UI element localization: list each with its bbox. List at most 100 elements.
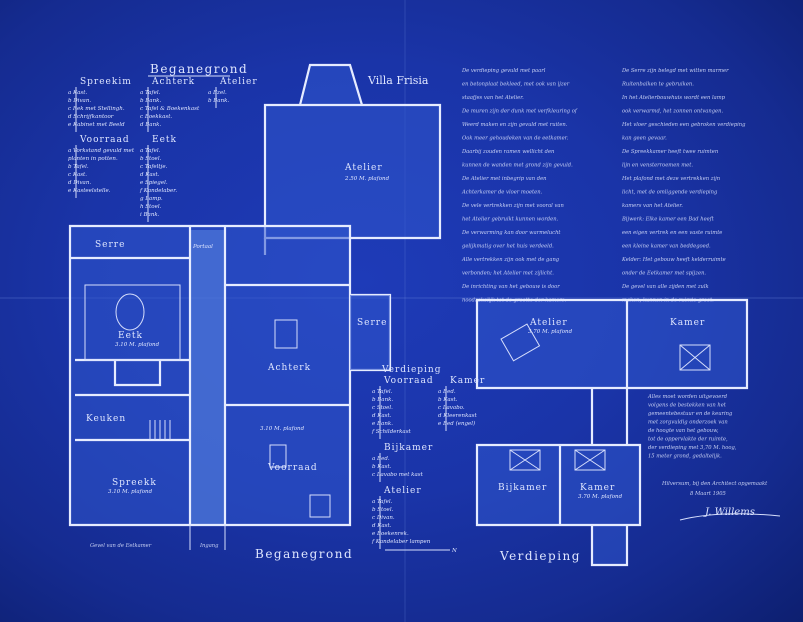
- spreekkamer-legend-item: b Divan.: [68, 98, 91, 104]
- villa-title: Villa Frisia: [367, 74, 429, 87]
- eetkamer-legend-item: b Stoel.: [140, 156, 162, 162]
- note-left-line: kunnen de wanden met grond zijn gevuld.: [462, 163, 573, 169]
- spreekkamer-legend-title: Spreekim: [80, 77, 132, 87]
- upper-kamer-legend-item: d Kleerenkast: [438, 413, 478, 419]
- voorraad-legend-item: e Kasteelstelle.: [68, 188, 111, 194]
- upper-atelier-legend-item: c Divan.: [372, 515, 395, 521]
- north-arrow: N: [451, 548, 457, 554]
- room-eetkamer: Eetk: [118, 331, 143, 341]
- ground-floor-label: Beganegrond: [255, 547, 353, 561]
- voorraad-legend-item: a Vorkstand gevuld met: [68, 148, 135, 154]
- note-bottom-line: met zorgvuldig onderzoek van: [648, 420, 728, 426]
- upper-room-kamer2: Kamer: [580, 483, 615, 493]
- note-bottom-line: der verdieping met 3,70 M. hoog,: [648, 445, 737, 451]
- eetkamer-legend-item: d Kast.: [140, 172, 160, 178]
- achterkamer-legend-item: c Boekkast.: [140, 114, 172, 120]
- gevel-note: Gevel van de Eetkamer: [90, 543, 152, 549]
- note-bottom-line: Alles moet worden uitgevoerd: [647, 394, 728, 400]
- note-left-line: De verdieping gevuld met paarl: [461, 68, 546, 74]
- note-left-line: Alle vertrekken zijn ook met de gang: [461, 257, 560, 263]
- spreekkamer-legend-item: c Rek met Stellingh.: [68, 106, 125, 112]
- upper-atelier-area: 3.70 M. plafond: [528, 329, 573, 335]
- note-right-line: Kelder: Het gebouw heeft kelderruimte: [621, 257, 726, 263]
- note-left-line: De verwarming kan door warmelucht: [461, 230, 561, 236]
- note-right-line: ook verwarmd, het zonnen ontvangen.: [622, 109, 723, 115]
- upper-voorraad-legend-item: b Bank.: [372, 397, 393, 403]
- upper-legend-heading: Verdieping: [381, 365, 441, 375]
- note-right-line: De gevel van alle zijden met zulk: [621, 284, 709, 290]
- note-left-line: en betonplaat bekleed, met ook van ijzer: [462, 82, 570, 88]
- achterkamer-area: 3.10 M. plafond: [260, 426, 305, 432]
- upper-voorraad-legend-item: f Schilderkast: [371, 429, 412, 435]
- eetkamer-legend-item: e Spiegel.: [140, 180, 168, 186]
- upper-room-bijkamer: Bijkamer: [498, 483, 547, 493]
- signature-date: 8 Maart 1905: [690, 491, 726, 497]
- eetkamer-legend-item: a Tafel.: [140, 148, 161, 154]
- note-right-line: De Spreekkamer heeft twee ruimten: [621, 149, 718, 155]
- atelier-legend-item: a Ezel.: [208, 90, 227, 96]
- note-right-line: maken, kunnen in de ruimte groot.: [622, 298, 714, 304]
- upper-kamer-legend-item: c Lavabo.: [438, 405, 465, 411]
- ingang-label: Ingang: [199, 543, 219, 549]
- atelier-legend-item: b Bank.: [208, 98, 229, 104]
- note-left-line: Ook meer gehoudeken van de eetkamer.: [462, 136, 569, 142]
- upper-voorraad-legend-item: e Bank.: [372, 421, 393, 427]
- eetkamer-area: 3.10 M. plafond: [115, 342, 160, 348]
- room-portaal: Portaal: [192, 244, 213, 250]
- upper-atelier-legend-title: Atelier: [383, 486, 422, 496]
- note-right-line: kan geen gevaar.: [622, 136, 667, 142]
- upper-floor-plan: Atelier 3.70 M. plafond Kamer Bijkamer K…: [475, 298, 749, 567]
- room-atelier: Atelier: [344, 163, 383, 173]
- spreekkamer-area: 3.10 M. plafond: [108, 489, 153, 495]
- upper-floor-label: Verdieping: [499, 549, 581, 563]
- note-left-line: het Atelier gebruikt kunnen worden.: [462, 217, 559, 223]
- spreekkamer-legend-item: a Kast.: [68, 90, 87, 96]
- note-left-line: noodzakelijk tot de grootte der kamers.: [462, 298, 566, 304]
- upper-kamer-legend-item: a Bed.: [438, 389, 456, 395]
- voorraad-legend-item: planten in potten.: [68, 156, 118, 162]
- eetkamer-legend-item: i Bank.: [140, 212, 160, 218]
- note-right-line: kamers van het Atelier.: [622, 203, 683, 209]
- note-right-line: Het plafond met deze vertrekken zijn: [621, 176, 720, 182]
- note-left-line: De Atelier met inbegrip van den: [461, 176, 547, 182]
- upper-room-atelier: Atelier: [529, 318, 568, 328]
- room-spreekkamer: Spreekk: [112, 478, 157, 488]
- achterkamer-legend-title: Achterk: [151, 77, 195, 87]
- upper-room-kamer: Kamer: [670, 318, 705, 328]
- room-serre-right: Serre: [357, 318, 387, 328]
- upper-bijkamer-legend-item: b Kast.: [372, 464, 392, 470]
- room-keuken: Keuken: [86, 414, 126, 424]
- upper-voorraad-legend-item: c Stoel.: [372, 405, 393, 411]
- eetkamer-legend-item: h Stoel.: [140, 204, 162, 210]
- room-achterkamer: Achterk: [267, 363, 311, 373]
- note-left-line: Achterkamer de vloer moeten.: [461, 190, 543, 196]
- voorraad-legend-title: Voorraad: [79, 135, 130, 145]
- signature-name: J. Willems: [703, 507, 755, 518]
- ground-floor-plan: Serre Portaal Atelier 2.50 M. plafond Ee…: [68, 63, 442, 550]
- achterkamer-legend-item: c Tafel & Boekenkast: [140, 106, 200, 112]
- voorraad-legend-item: c Kast.: [68, 172, 87, 178]
- achterkamer-legend-item: a Tafel.: [140, 90, 161, 96]
- upper-atelier-legend-item: f Kandelaber lampen: [371, 539, 431, 545]
- upper-atelier-legend-item: d Kast.: [372, 523, 392, 529]
- upper-bijkamer-legend-title: Bijkamer: [384, 443, 433, 453]
- room-voorraad: Voorraad: [267, 463, 318, 473]
- voorraad-legend-item: b Tafel.: [68, 164, 89, 170]
- upper-atelier-legend-item: e Boekenrek.: [372, 531, 409, 537]
- signature-line: Hilversum, bij den Architect opgemaakt: [661, 481, 768, 487]
- eetkamer-legend-item: c Tafeltje.: [140, 164, 168, 170]
- upper-atelier-legend-item: b Stoel.: [372, 507, 394, 513]
- eetkamer-legend-item: g Lamp.: [140, 196, 163, 202]
- atelier-area: 2.50 M. plafond: [344, 176, 390, 182]
- note-right-line: een kleine kamer van beddegoed.: [622, 244, 711, 250]
- upper-bijkamer-legend-item: c Lavabo met kast: [372, 472, 424, 478]
- voorraad-legend-item: d Divan.: [68, 180, 91, 186]
- atelier-legend-title: Atelier: [219, 77, 258, 87]
- upper-voorraad-legend-item: d Kast.: [372, 413, 392, 419]
- upper-voorraad-legend-title: Voorraad: [383, 376, 434, 386]
- eetkamer-legend-title: Eetk: [152, 135, 177, 145]
- note-left-line: gelijkmatig over het huis verdeeld.: [462, 244, 554, 250]
- upper-kamer2-area: 3.70 M. plafond: [578, 494, 623, 500]
